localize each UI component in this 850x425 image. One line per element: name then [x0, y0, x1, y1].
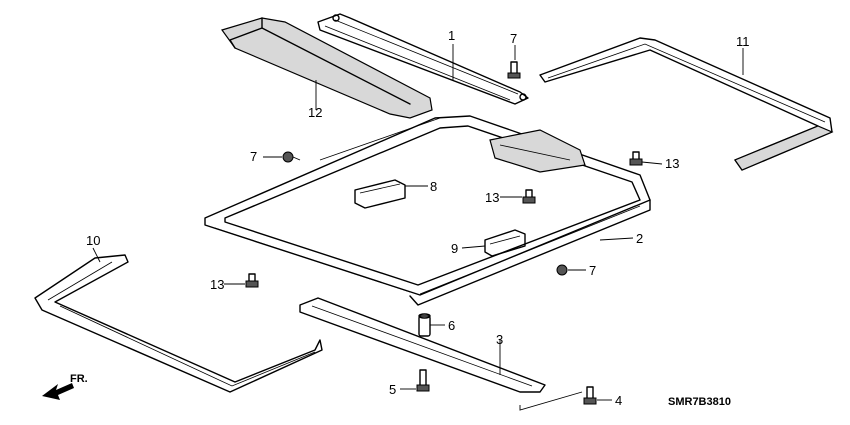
part-6-spacer	[418, 313, 431, 337]
callout-4: 4	[615, 393, 622, 408]
front-direction-arrow: FR.	[42, 373, 88, 400]
callout-11: 11	[736, 34, 750, 49]
leader-lines	[92, 44, 744, 411]
part-2-frame	[204, 115, 651, 306]
callout-3: 3	[496, 332, 503, 347]
callouts: 1 2 3 4 5 6 7 7 7 8 9 10 11 12 13 13 13	[86, 28, 750, 408]
bolt-13-left	[245, 273, 259, 288]
callout-6: 6	[448, 318, 455, 333]
callout-10: 10	[86, 233, 100, 248]
callout-9: 9	[451, 241, 458, 256]
bolt-7-left	[282, 151, 301, 163]
bolt-13-center	[522, 189, 536, 204]
callout-7-left: 7	[250, 149, 257, 164]
callout-7-top: 7	[510, 31, 517, 46]
callout-2: 2	[636, 231, 643, 246]
callout-13-right: 13	[665, 156, 679, 171]
callout-12: 12	[308, 105, 322, 120]
part-9-slider	[484, 229, 526, 257]
callout-13-left: 13	[210, 277, 224, 292]
part-11-seal	[539, 37, 834, 171]
part-1-rail	[317, 13, 529, 105]
part-10-seal	[34, 254, 323, 393]
bolt-4	[583, 386, 597, 405]
callout-7-right: 7	[589, 263, 596, 278]
diagram-code: SMR7B3810	[668, 396, 731, 408]
part-8-slider	[354, 179, 406, 209]
front-arrow-label: FR.	[70, 373, 88, 385]
bolt-5	[416, 369, 430, 392]
callout-8: 8	[430, 179, 437, 194]
part-3-rail	[299, 297, 546, 393]
callout-5: 5	[389, 382, 396, 397]
callout-1: 1	[448, 28, 455, 43]
bolts	[245, 61, 643, 405]
bolt-7-right	[556, 264, 568, 276]
bolt-13-right	[629, 151, 643, 166]
callout-13-center: 13	[485, 190, 499, 205]
part-12-trim	[221, 17, 433, 119]
bolt-7-top	[507, 61, 521, 79]
